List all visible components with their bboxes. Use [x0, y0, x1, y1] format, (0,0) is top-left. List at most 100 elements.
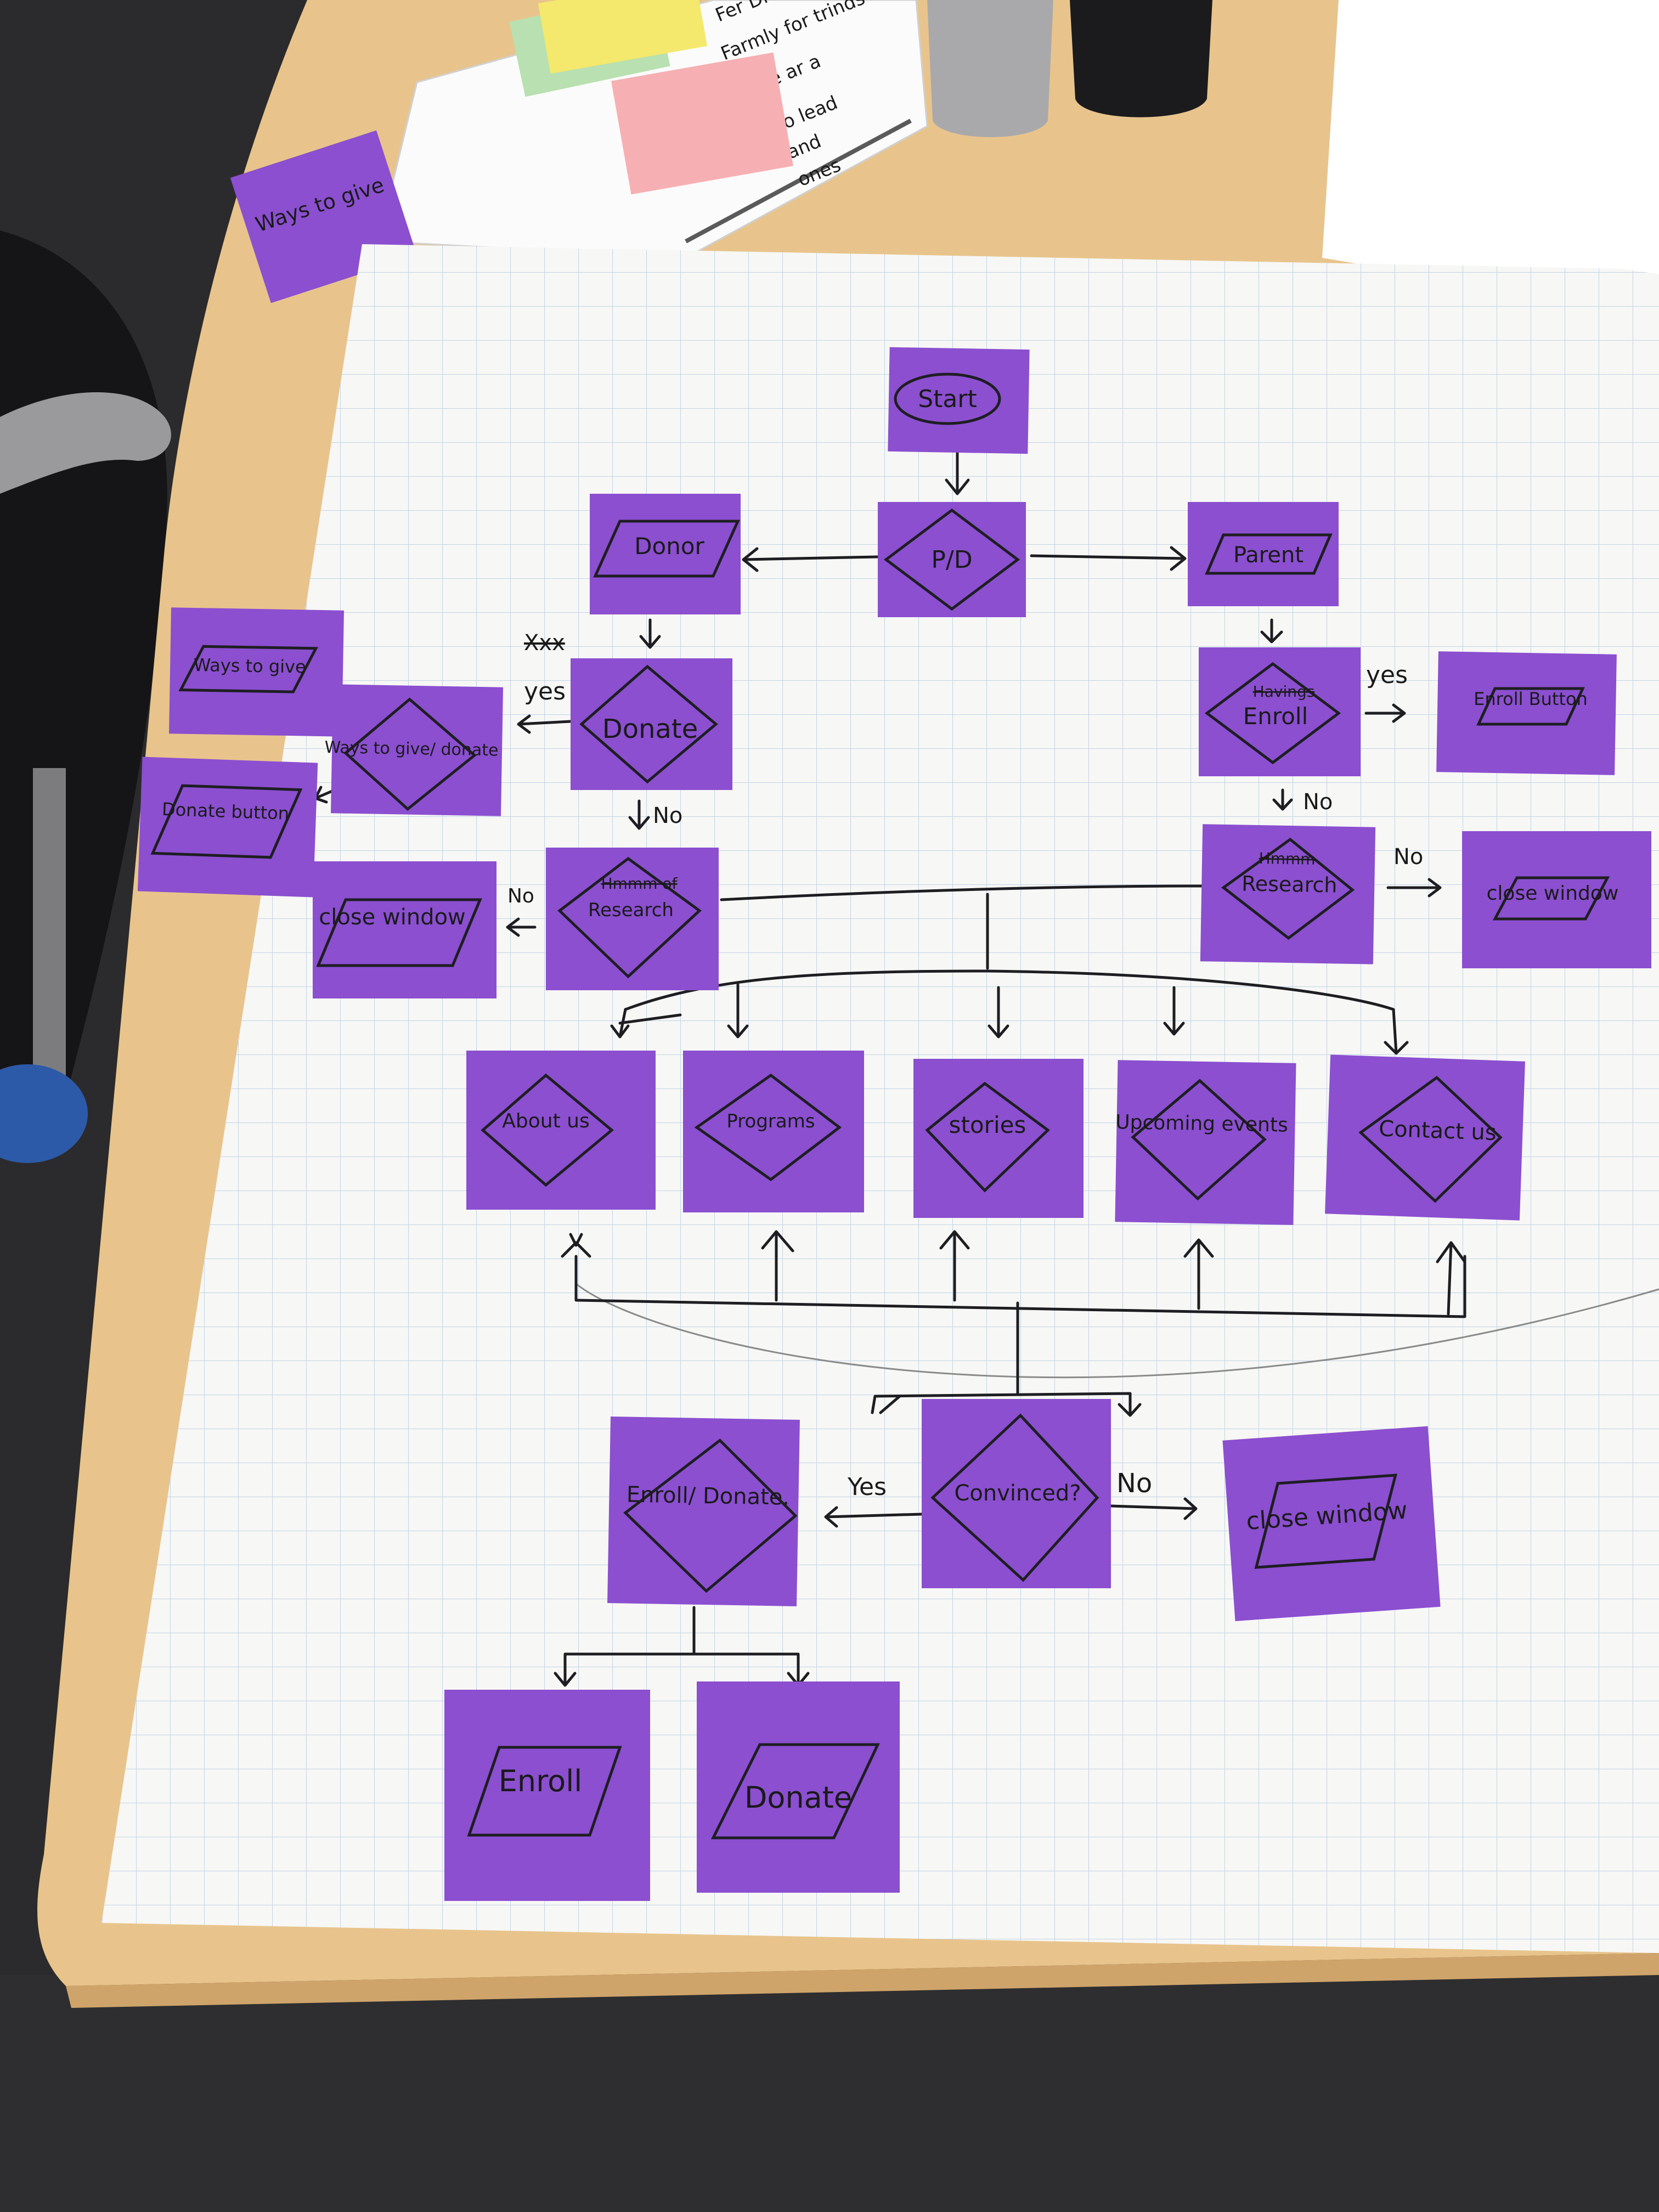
- label-no-research-left: No: [507, 885, 534, 907]
- sticky-donate: Donate: [571, 658, 732, 790]
- yellow-sticky-pad: [538, 0, 708, 74]
- decision-diamond: [1358, 1075, 1503, 1203]
- sticky-upcoming-events: Upcoming events: [1115, 1060, 1296, 1225]
- label-yes-donate: yes: [524, 678, 566, 706]
- steel-bottle: [927, 0, 1053, 137]
- decision-diamond: [481, 1073, 614, 1187]
- sticky-donor: Donor: [590, 494, 741, 614]
- svg-text:Enroll: Enroll: [1243, 703, 1308, 730]
- io-parallelogram: [1476, 687, 1585, 726]
- sticky-contact-us: Contact us: [1325, 1054, 1525, 1221]
- terminator-shape: [894, 373, 1001, 425]
- io-parallelogram: [467, 1746, 622, 1837]
- io-parallelogram: [593, 520, 740, 578]
- notebook-spiral: [685, 119, 912, 244]
- sticky-enroll: Havings Enroll: [1199, 647, 1361, 776]
- svg-text:Ways to give/ donate: Ways to give/ donate: [324, 738, 499, 760]
- chair-foot: [0, 1064, 88, 1163]
- sticky-enroll-button: Enroll Button: [1436, 651, 1617, 775]
- svg-text:Convinced?: Convinced?: [954, 1481, 1081, 1506]
- decision-diamond: [1221, 837, 1355, 940]
- sticky-research-left: Hmmm of Research: [546, 848, 719, 990]
- loose-sticky-ways-to-give: Ways to give: [230, 130, 417, 303]
- sticky-close-window-right: close window: [1462, 831, 1651, 968]
- sticky-programs: Programs: [683, 1051, 864, 1212]
- sticky-ways-to-give-donate: Ways to give/ donate: [324, 684, 504, 816]
- svg-text:About us: About us: [502, 1110, 589, 1132]
- decision-diamond: [1131, 1079, 1267, 1201]
- water-bottles: [927, 0, 1212, 137]
- pencil-curve: [575, 1283, 1659, 1379]
- io-parallelogram: [316, 898, 482, 967]
- io-parallelogram: [710, 1743, 880, 1839]
- svg-text:close window: close window: [319, 905, 466, 930]
- sticky-about-us: About us: [466, 1051, 656, 1210]
- sticky-enroll-bottom: Enroll: [444, 1690, 650, 1901]
- label-no-donate: No: [653, 803, 682, 828]
- sticky-start: Start: [888, 347, 1030, 454]
- svg-text:Donate button: Donate button: [161, 799, 289, 824]
- decision-diamond: [579, 664, 718, 784]
- svg-text:Start: Start: [918, 385, 977, 413]
- svg-text:Enroll/ Donate.: Enroll/ Donate.: [626, 1482, 789, 1510]
- svg-text:Upcoming events: Upcoming events: [1115, 1111, 1288, 1136]
- io-parallelogram: [1492, 876, 1610, 921]
- decision-diamond: [930, 1413, 1099, 1582]
- sticky-donate-button: Donate button: [137, 757, 318, 898]
- svg-text:P/D: P/D: [931, 546, 972, 574]
- svg-text:Parent: Parent: [1233, 543, 1304, 568]
- svg-text:stories: stories: [949, 1111, 1026, 1138]
- io-parallelogram: [1254, 1474, 1397, 1569]
- svg-text:close window: close window: [1487, 882, 1619, 905]
- sticky-ways-to-give: Ways to give: [169, 607, 344, 737]
- decision-diamond: [925, 1081, 1050, 1193]
- label-no-research-right: No: [1393, 844, 1423, 870]
- svg-text:Hmmm of: Hmmm of: [601, 874, 678, 893]
- svg-text:Programs: Programs: [726, 1110, 815, 1132]
- svg-text:Donor: Donor: [634, 533, 704, 560]
- svg-text:Enroll: Enroll: [499, 1764, 582, 1798]
- svg-text:Havings: Havings: [1253, 682, 1315, 701]
- decision-diamond: [694, 1073, 842, 1182]
- label-strike-mark: Xxx: [524, 630, 565, 656]
- svg-text:Donate: Donate: [744, 1780, 852, 1815]
- svg-text:Enroll Button: Enroll Button: [1474, 689, 1588, 709]
- sticky-close-window-bottom: close window: [1222, 1426, 1441, 1621]
- io-parallelogram: [150, 784, 303, 859]
- label-yes-enroll: yes: [1366, 661, 1408, 689]
- label-yes-convinced: Yes: [847, 1473, 887, 1501]
- sticky-close-window-left: close window: [313, 861, 496, 998]
- sticky-donate-bottom: Donate: [697, 1681, 900, 1893]
- table-edge: [66, 1953, 1659, 2008]
- black-bottle: [1070, 0, 1212, 117]
- svg-text:Research: Research: [588, 899, 674, 921]
- decision-diamond: [883, 508, 1020, 611]
- svg-text:Donate: Donate: [602, 714, 698, 744]
- label-no-convinced: No: [1116, 1468, 1152, 1499]
- office-chair: [0, 230, 171, 1163]
- sticky-stories: stories: [913, 1059, 1084, 1218]
- svg-text:Ways to give: Ways to give: [193, 654, 306, 678]
- io-parallelogram: [178, 645, 318, 693]
- sticky-parent: Parent: [1188, 502, 1339, 606]
- label-no-enroll: No: [1303, 789, 1333, 815]
- carpet-lower-band: [0, 1975, 1659, 2212]
- svg-text:Contact us: Contact us: [1378, 1116, 1497, 1146]
- svg-text:Research: Research: [1242, 871, 1338, 897]
- sticky-convinced: Convinced?: [922, 1399, 1111, 1588]
- svg-text:Hmmm: Hmmm: [1259, 849, 1315, 868]
- decision-diamond: [343, 697, 477, 811]
- io-parallelogram: [1205, 533, 1333, 575]
- white-paper-right: [1322, 0, 1659, 307]
- sticky-research-right: Hmmm Research: [1200, 824, 1376, 964]
- notebook-group: Fer Drvnd Farmly for trinds that a4 ware…: [377, 0, 936, 259]
- sticky-enroll-donate: Enroll/ Donate.: [607, 1417, 800, 1606]
- flow-connectors: [314, 437, 1466, 1687]
- sticky-pd: P/D: [878, 502, 1026, 617]
- decision-diamond: [557, 856, 702, 979]
- decision-diamond: [1204, 662, 1341, 765]
- pink-sticky-pad: [611, 52, 793, 195]
- chair-arm: [0, 392, 171, 494]
- decision-diamond: [623, 1438, 798, 1593]
